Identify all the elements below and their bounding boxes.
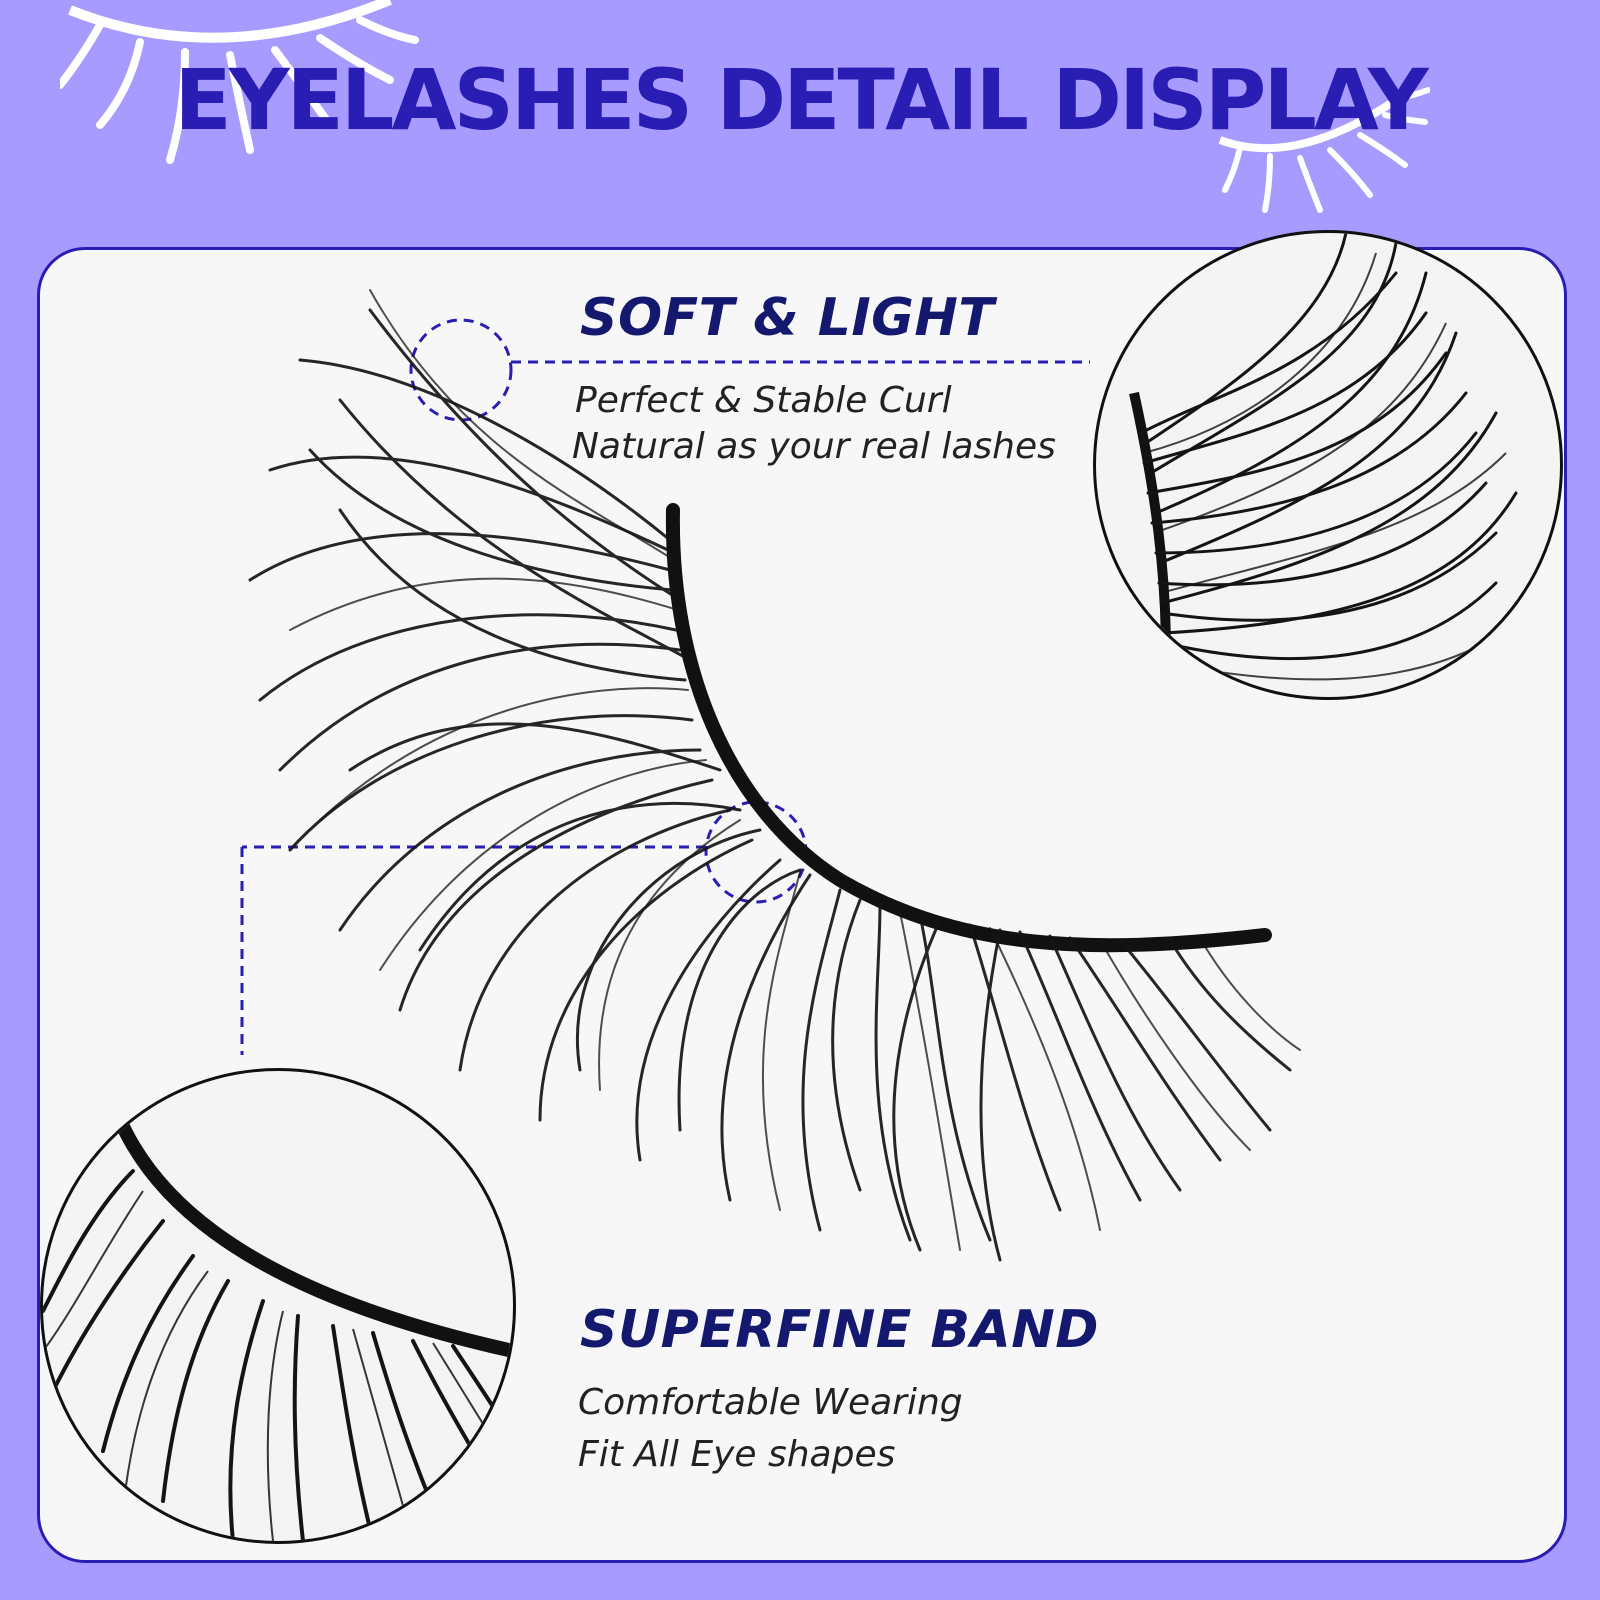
eyelash-illustration — [240, 289, 1301, 1262]
feature-desc-line: Comfortable Wearing — [578, 1382, 963, 1423]
callout-circle-icon — [409, 318, 513, 422]
eyelash-decoration-icon — [60, 0, 419, 164]
lash-closeup-curl — [1129, 233, 1518, 681]
eyelash-decoration-icon — [1218, 86, 1430, 213]
feature-heading-superfine-band: SUPERFINE BAND — [580, 1300, 1099, 1360]
zoom-detail-curl — [1093, 230, 1563, 700]
feature-desc-line: Natural as your real lashes — [572, 426, 1056, 467]
zoom-detail-band — [40, 1068, 516, 1544]
feature-desc-line: Perfect & Stable Curl — [575, 380, 952, 421]
feature-desc-line: Fit All Eye shapes — [578, 1434, 896, 1475]
callout-circle-icon — [704, 800, 808, 904]
feature-heading-soft-light: SOFT & LIGHT — [580, 288, 995, 348]
page-title: EYELASHES DETAIL DISPLAY — [174, 51, 1428, 149]
lash-closeup-band — [43, 1071, 513, 1541]
